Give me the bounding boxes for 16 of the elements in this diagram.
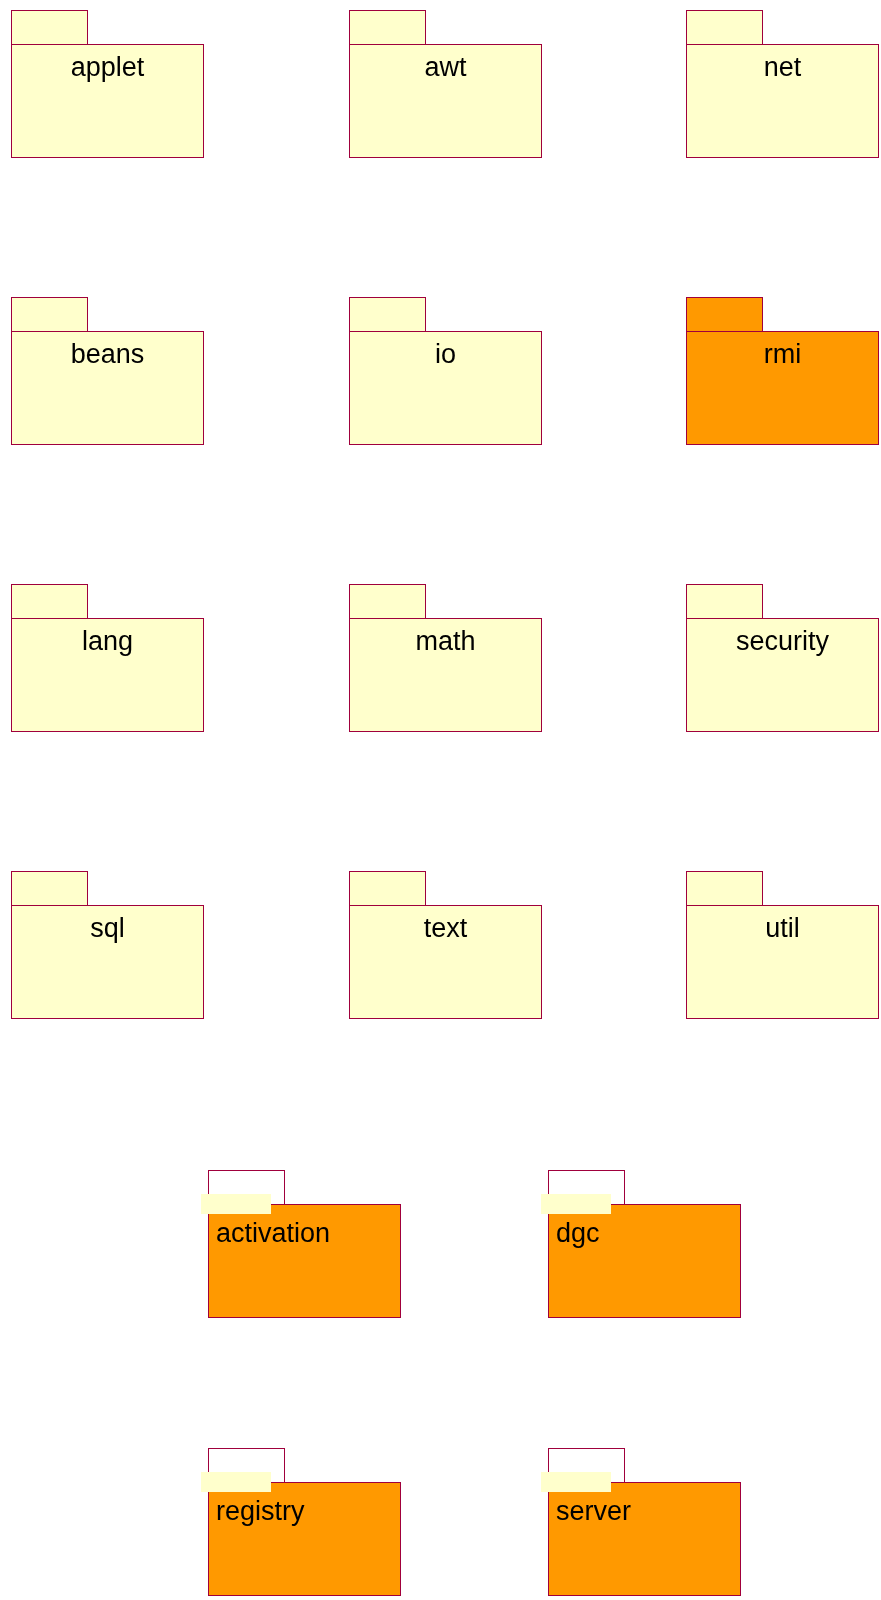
package-name: dgc bbox=[556, 1218, 600, 1249]
package-name: registry bbox=[216, 1496, 305, 1527]
package-name: rmi bbox=[762, 339, 803, 370]
package-name: server bbox=[556, 1496, 631, 1527]
package-name: awt bbox=[423, 52, 468, 83]
package-name: beans bbox=[69, 339, 146, 370]
package-name: lang bbox=[80, 626, 134, 657]
package-name: applet bbox=[69, 52, 146, 83]
package-name: activation bbox=[216, 1218, 331, 1249]
package-name: sql bbox=[89, 913, 126, 944]
package-name: math bbox=[414, 626, 477, 657]
package-name: io bbox=[434, 339, 457, 370]
package-name: net bbox=[762, 52, 803, 83]
package-name: text bbox=[422, 913, 469, 944]
package-name: security bbox=[735, 626, 830, 657]
package-name: util bbox=[764, 913, 801, 944]
